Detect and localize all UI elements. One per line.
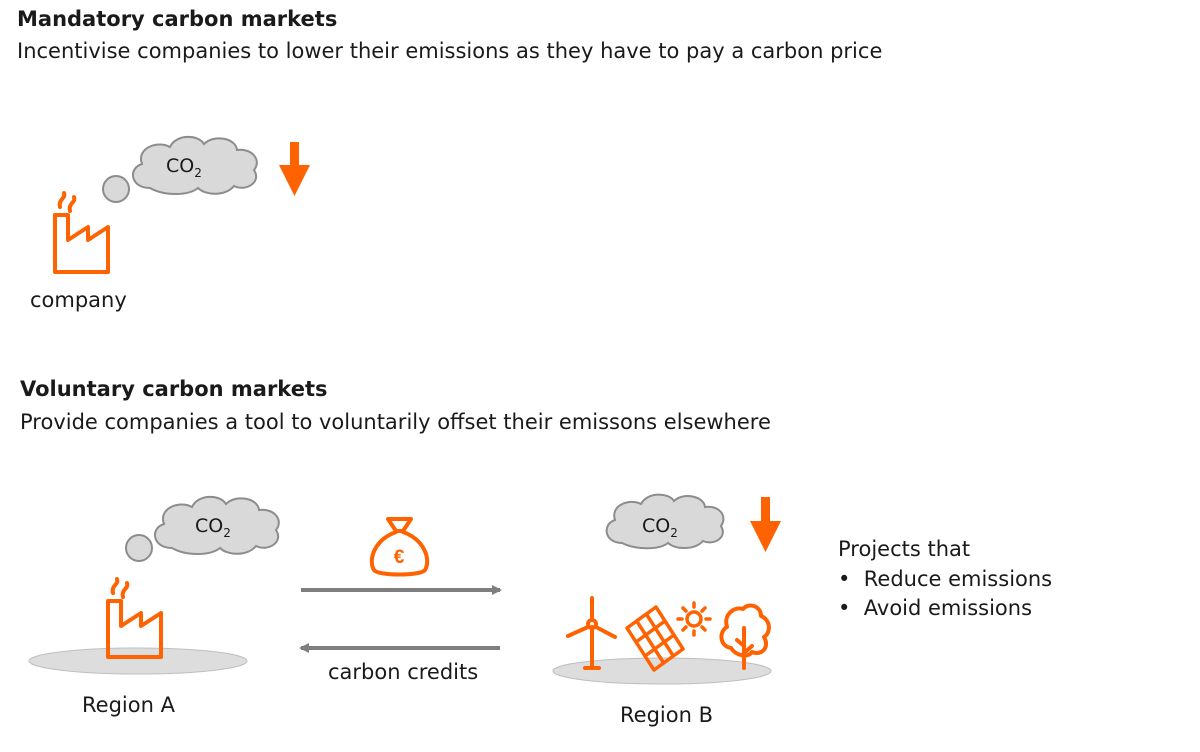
tree-icon	[719, 603, 771, 670]
co2-label: CO2	[195, 515, 231, 540]
wind-turbine-icon	[566, 596, 617, 670]
voluntary-title: Voluntary carbon markets	[20, 377, 328, 401]
bullet: •	[838, 567, 851, 591]
cloud-icon	[132, 135, 258, 195]
down-arrow-icon	[750, 497, 781, 552]
projects-title: Projects that	[838, 537, 971, 561]
factory-icon	[53, 191, 110, 274]
co2-label: CO2	[166, 155, 202, 180]
bullet: •	[838, 596, 851, 620]
mandatory-subtitle: Incentivise companies to lower their emi…	[17, 39, 883, 63]
money-bag-icon	[369, 517, 430, 577]
company-label: company	[30, 288, 127, 312]
region-a-ground	[28, 647, 248, 675]
factory-icon	[106, 577, 163, 659]
projects-list-item: • Avoid emissions	[838, 596, 1033, 620]
smoke-puff-icon	[125, 534, 153, 562]
voluntary-subtitle: Provide companies a tool to voluntarily …	[20, 410, 771, 434]
co2-label: CO2	[642, 515, 678, 540]
down-arrow-icon	[279, 142, 310, 196]
solar-panel-icon	[625, 605, 685, 672]
sun-icon	[676, 601, 712, 637]
smoke-puff-icon	[102, 175, 130, 203]
cloud-icon	[605, 493, 725, 550]
projects-list-item: • Reduce emissions	[838, 567, 1053, 591]
mandatory-title: Mandatory carbon markets	[17, 7, 338, 31]
carbon-credits-label: carbon credits	[328, 660, 479, 684]
region-a-label: Region A	[82, 693, 175, 717]
currency-symbol: €	[394, 547, 405, 568]
cloud-icon	[154, 495, 280, 555]
region-b-label: Region B	[620, 703, 713, 727]
